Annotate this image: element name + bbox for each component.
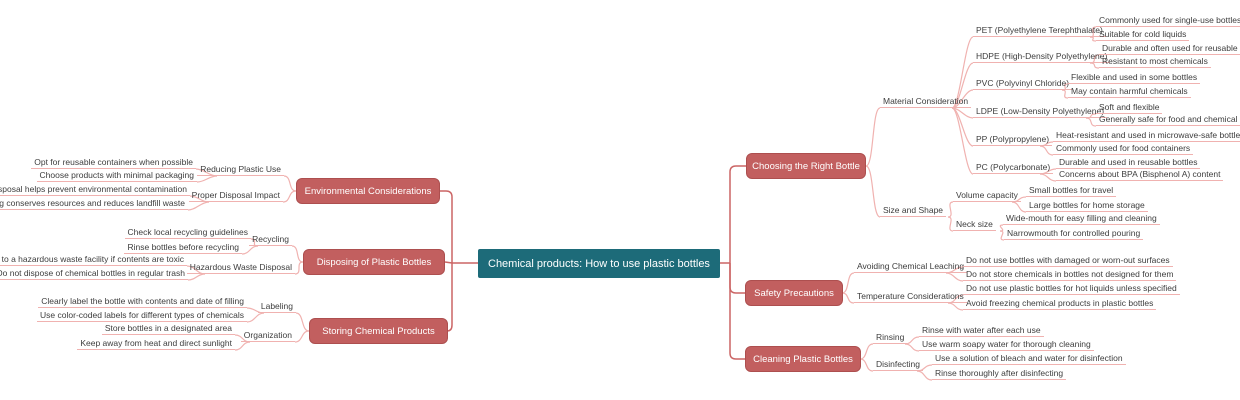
node-temperature-considerations: Temperature Considerations: [854, 291, 967, 303]
leaf-wide-mouth: Wide-mouth for easy filling and cleaning: [1003, 213, 1160, 225]
leaf-minimal-packaging: Choose products with minimal packaging: [36, 170, 197, 182]
leaf-freezing: Avoid freezing chemical products in plas…: [963, 298, 1157, 310]
leaf-food-containers: Commonly used for food containers: [1053, 143, 1194, 155]
node-proper-disposal-impact: Proper Disposal Impact: [188, 190, 283, 202]
leaf-microwave-safe: Heat-resistant and used in microwave-saf…: [1053, 130, 1240, 142]
leaf-cold-liquids: Suitable for cold liquids: [1096, 29, 1190, 41]
node-disinfecting: Disinfecting: [873, 359, 923, 371]
leaf-prevent-contamination: Proper disposal helps prevent environmen…: [0, 184, 190, 196]
node-labeling: Labeling: [257, 301, 296, 313]
node-size-and-shape: Size and Shape: [880, 205, 947, 217]
leaf-single-use: Commonly used for single-use bottles: [1096, 15, 1240, 27]
topic-storing-chemical-products[interactable]: Storing Chemical Products: [309, 318, 448, 344]
node-recycling: Recycling: [249, 234, 292, 246]
topic-disposing-plastic-bottles[interactable]: Disposing of Plastic Bottles: [303, 249, 445, 275]
topic-cleaning-plastic-bottles[interactable]: Cleaning Plastic Bottles: [745, 346, 861, 372]
leaf-designated-area: Store bottles in a designated area: [101, 323, 235, 335]
leaf-color-coded-labels: Use color-coded labels for different typ…: [37, 310, 247, 322]
leaf-harmful-chemicals: May contain harmful chemicals: [1068, 86, 1191, 98]
node-pc: PC (Polycarbonate): [973, 162, 1054, 174]
leaf-soft-flexible: Soft and flexible: [1096, 102, 1163, 114]
leaf-damaged-surfaces: Do not use bottles with damaged or worn-…: [963, 255, 1173, 267]
leaf-toxic-facility: Take to a hazardous waste facility if co…: [0, 254, 187, 266]
leaf-food-chemical-storage: Generally safe for food and chemical sto…: [1096, 114, 1240, 126]
node-pp: PP (Polypropylene): [973, 134, 1053, 146]
node-organization: Organization: [240, 330, 295, 342]
node-rinsing: Rinsing: [873, 332, 908, 344]
leaf-rinse-after-disinfecting: Rinse thoroughly after disinfecting: [932, 368, 1067, 380]
leaf-label-contents: Clearly label the bottle with contents a…: [38, 296, 247, 308]
node-pet: PET (Polyethylene Terephthalate): [973, 25, 1106, 37]
topic-safety-precautions[interactable]: Safety Precautions: [745, 280, 843, 306]
leaf-flexible-bottles: Flexible and used in some bottles: [1068, 72, 1201, 84]
leaf-hot-liquids: Do not use plastic bottles for hot liqui…: [963, 283, 1180, 295]
node-pvc: PVC (Polyvinyl Chloride): [973, 78, 1073, 90]
leaf-soapy-water: Use warm soapy water for thorough cleani…: [919, 339, 1094, 351]
leaf-rinse-before-recycling: Rinse bottles before recycling: [124, 242, 242, 254]
leaf-not-designed: Do not store chemicals in bottles not de…: [963, 269, 1177, 281]
leaf-no-regular-trash: Do not dispose of chemical bottles in re…: [0, 268, 188, 280]
leaf-rinse-each-use: Rinse with water after each use: [919, 325, 1044, 337]
leaf-durable-reusable: Durable and often used for reusable bott…: [1099, 43, 1240, 55]
node-material-consideration: Material Consideration: [880, 96, 972, 108]
node-hazardous-waste-disposal: Hazardous Waste Disposal: [186, 262, 295, 274]
node-hdpe: HDPE (High-Density Polyethylene): [973, 51, 1111, 63]
central-node[interactable]: Chemical products: How to use plastic bo…: [478, 249, 720, 278]
topic-environmental-considerations[interactable]: Environmental Considerations: [296, 178, 440, 204]
leaf-bleach-solution: Use a solution of bleach and water for d…: [932, 353, 1126, 365]
node-ldpe: LDPE (Low-Density Polyethylene): [973, 106, 1108, 118]
leaf-small-travel: Small bottles for travel: [1026, 185, 1117, 197]
leaf-conserves-resources: Recycling conserves resources and reduce…: [0, 198, 188, 210]
topic-choosing-right-bottle[interactable]: Choosing the Right Bottle: [746, 153, 866, 179]
leaf-reusable-containers: Opt for reusable containers when possibl…: [31, 157, 196, 169]
leaf-bpa-content: Concerns about BPA (Bisphenol A) content: [1056, 169, 1224, 181]
leaf-local-guidelines: Check local recycling guidelines: [124, 227, 251, 239]
node-neck-size: Neck size: [953, 219, 996, 231]
leaf-away-from-heat: Keep away from heat and direct sunlight: [77, 338, 235, 350]
leaf-reusable-bottles: Durable and used in reusable bottles: [1056, 157, 1201, 169]
leaf-large-home: Large bottles for home storage: [1026, 200, 1148, 212]
node-avoiding-leaching: Avoiding Chemical Leaching: [854, 261, 968, 273]
node-volume-capacity: Volume capacity: [953, 190, 1021, 202]
leaf-narrow-mouth: Narrowmouth for controlled pouring: [1004, 228, 1144, 240]
node-reducing-plastic-use: Reducing Plastic Use: [197, 164, 284, 176]
leaf-resistant-chemicals: Resistant to most chemicals: [1099, 56, 1211, 68]
